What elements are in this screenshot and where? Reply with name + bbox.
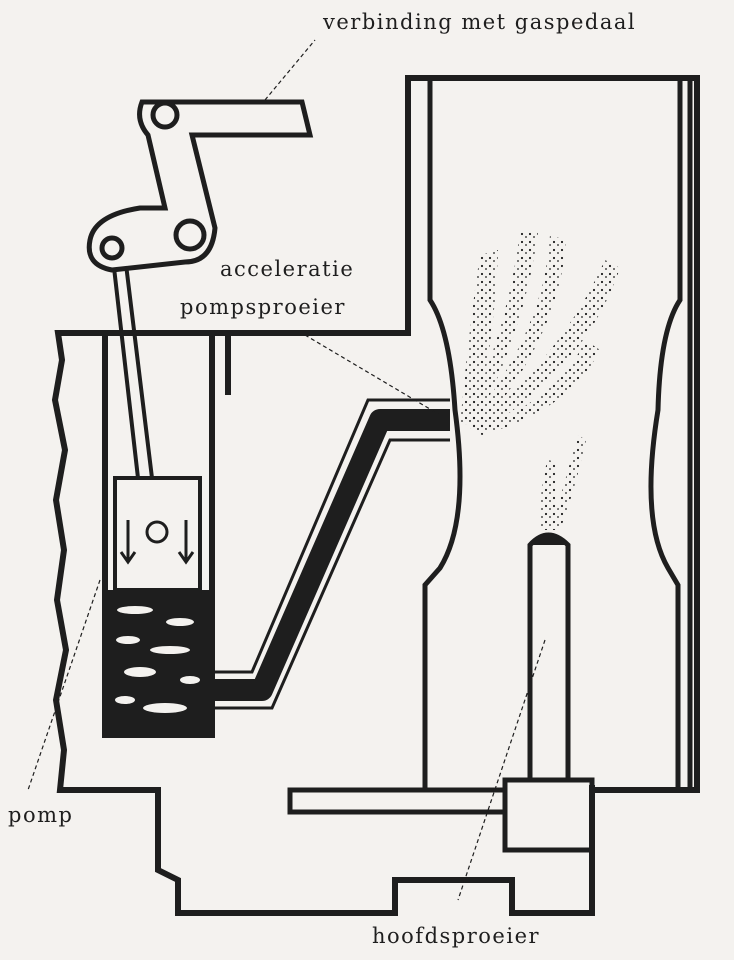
- accel-pump-label-line1: acceleratie: [220, 257, 355, 281]
- pump-channel: [205, 409, 450, 701]
- main-jet-label: hoofdsproeier: [372, 924, 541, 948]
- accel-pump-label-line2: pompsproeier: [180, 295, 346, 319]
- leader-lines: [27, 39, 546, 901]
- main-jet: [287, 532, 595, 853]
- gas-pedal-link-label: verbinding met gaspedaal: [323, 10, 637, 34]
- main-jet-spray: [540, 435, 586, 530]
- accel-pump-spray: [460, 230, 620, 435]
- pump-label: pomp: [8, 803, 74, 827]
- throttle-linkage: [86, 99, 314, 273]
- venturi-tube: [422, 80, 693, 790]
- pump-chamber: [102, 247, 215, 738]
